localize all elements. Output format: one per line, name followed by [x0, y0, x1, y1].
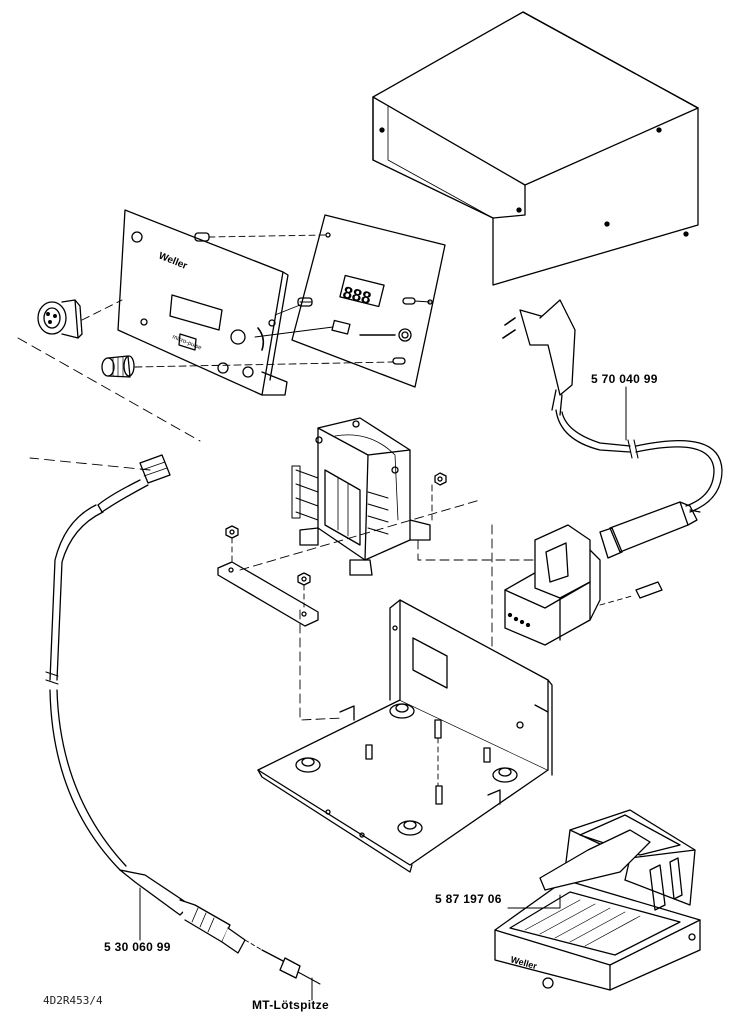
iron-socket: [37, 299, 123, 339]
terminal-strip-left: [291, 465, 319, 521]
display-pcb: 888: [291, 214, 446, 388]
terminal-strip-right: [367, 491, 389, 535]
transformer: [291, 417, 433, 576]
chassis-base: [257, 599, 553, 873]
nut-left: [225, 525, 239, 539]
nut-right: [434, 472, 447, 486]
mounting-strip: [217, 499, 481, 627]
leader-stand: [507, 894, 561, 909]
nut-center: [297, 572, 311, 586]
guide-line-chassis-left: [299, 609, 344, 721]
soldering-tip: [261, 949, 321, 985]
guide-line-panel: [17, 337, 201, 442]
temperature-knob: [101, 355, 135, 378]
guide-line-socket: [417, 539, 546, 561]
soldering-iron: [29, 454, 263, 954]
label-power-cord: 5 70 040 99: [591, 372, 658, 386]
drawing-reference: 4D2R453/4: [43, 994, 103, 1007]
mains-socket-module: [504, 524, 663, 646]
label-stand: 5 87 197 06: [435, 892, 502, 906]
housing-cover: [372, 11, 699, 286]
panel-hardware: [134, 232, 431, 368]
iron-stand: Weller: [494, 809, 701, 991]
power-cord: [502, 299, 723, 559]
front-panel: Weller micro-pulse: [117, 209, 289, 396]
label-iron: 5 30 060 99: [104, 940, 171, 954]
label-tip: MT-Lötspitze: [252, 998, 329, 1012]
